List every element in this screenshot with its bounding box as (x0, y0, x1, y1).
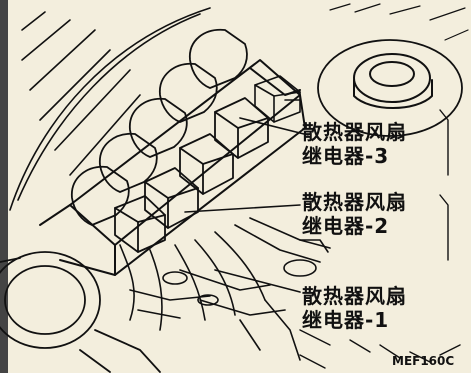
leader-lines (184, 117, 309, 293)
relay-row-back (71, 28, 248, 226)
label-brackets (439, 109, 449, 261)
relay-2-label-line1: 散热器风扇 (302, 190, 407, 214)
relay-1-label-line1: 散热器风扇 (302, 284, 407, 308)
relay-3-label-line1: 散热器风扇 (302, 120, 407, 144)
round-component (0, 251, 161, 373)
relay-3-label-line2: 继电器-3 (302, 144, 390, 168)
relay-2-label: 散热器风扇 继电器-2 (302, 190, 407, 238)
relay-3-label: 散热器风扇 继电器-3 (302, 120, 407, 168)
relay-2-label-line2: 继电器-2 (302, 214, 390, 238)
reservoir-cap (317, 39, 463, 137)
figure-code: MEF160C (392, 354, 455, 368)
wiring-harness (119, 217, 331, 361)
fender-hatching (329, 3, 469, 41)
scan-edge (0, 0, 8, 373)
relay-side (254, 75, 301, 123)
lower-panel (299, 329, 461, 369)
relay-1-label-line2: 继电器-1 (302, 308, 390, 332)
hood-outline (9, 7, 211, 211)
relay-1-label: 散热器风扇 继电器-1 (302, 284, 407, 332)
